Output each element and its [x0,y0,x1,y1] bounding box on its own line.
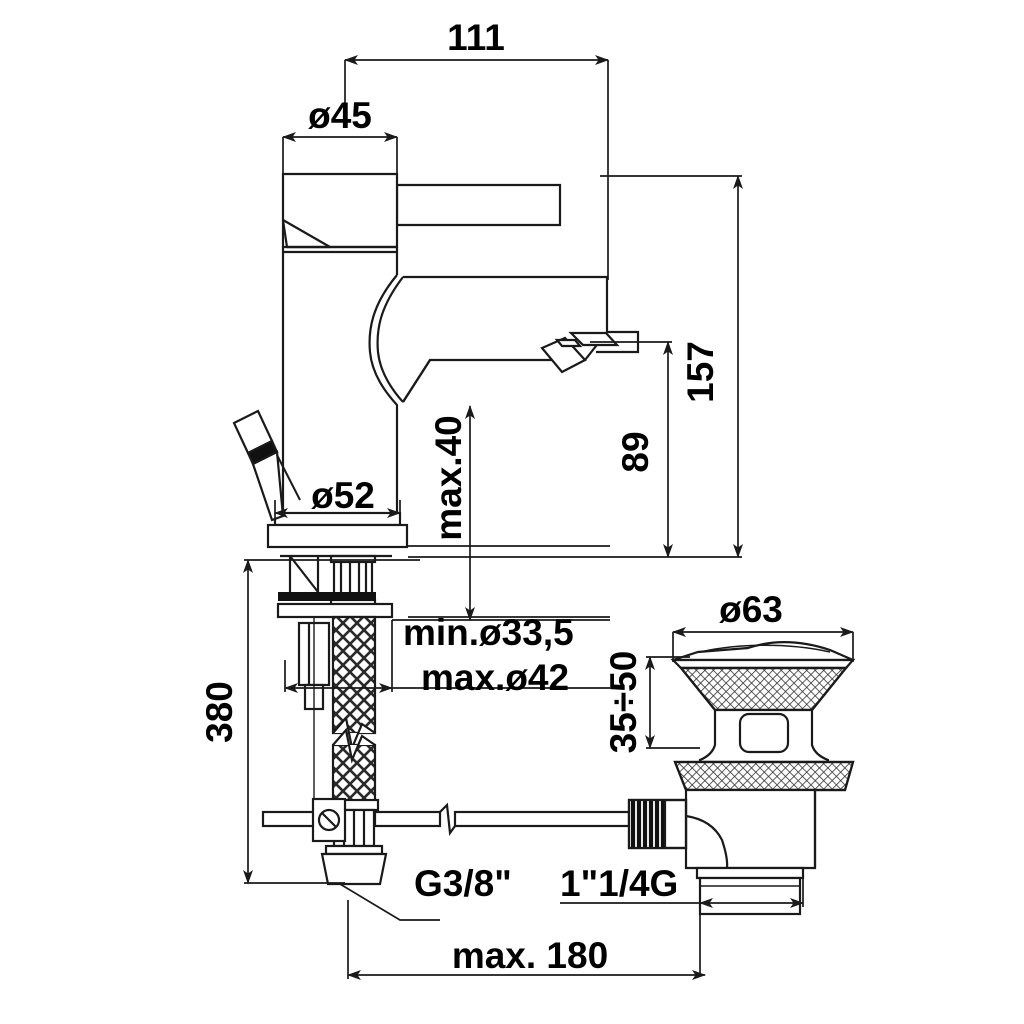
dim-89 [590,341,673,558]
drain-cap [670,641,856,670]
spout [368,274,640,513]
dimension-labels: 111 ø45 157 89 max.40 ø52 min.ø33,5 max.… [199,17,783,976]
drain-body [684,788,817,870]
dim-111 [344,55,609,280]
dim-label-max40: max.40 [428,415,469,541]
dim-label-114g: 1"1/4G [560,863,678,904]
knurled-adjust-nut [627,798,688,850]
dim-label-157: 157 [680,341,721,403]
dim-label-max-hole: max.ø42 [421,657,569,698]
faucet-assembly [266,172,640,549]
dim-3550 [645,656,700,749]
mounting-bracket [276,554,394,619]
drain-assembly [627,641,856,916]
dim-max40 [408,405,610,621]
dim-d45 [282,132,398,176]
dim-hole [284,619,610,693]
dim-label-380: 380 [199,681,240,743]
cap-chamfer [281,247,399,254]
dim-label-d52: ø52 [311,475,375,516]
cartridge-cap [281,172,399,249]
dim-label-111: 111 [447,17,505,58]
dim-157 [408,175,743,558]
cartridge-body [281,252,399,513]
dim-label-3550: 35÷50 [603,651,644,754]
allen-key-leader-line [276,454,301,501]
rod-clamp [311,797,347,843]
dim-label-g38: G3/8" [414,863,512,904]
braided-flexible-hose [331,615,377,809]
dimension-lines [243,55,854,980]
dim-label-89: 89 [615,431,656,472]
lever-handle [395,183,562,227]
drain-neck [698,708,830,764]
dim-114g [560,878,804,975]
dim-label-min-hole: min.ø33,5 [403,612,574,653]
dim-label-d45: ø45 [308,95,372,136]
base-flange [266,511,409,549]
leader-g38 [339,883,440,921]
dim-max180 [347,900,706,980]
dim-380 [243,559,420,884]
drain-lower-flange [673,760,855,792]
dim-label-d63: ø63 [719,589,783,630]
dim-d52 [274,500,401,518]
dim-label-max180: max. 180 [452,935,608,976]
drain-tailpiece [695,866,805,916]
